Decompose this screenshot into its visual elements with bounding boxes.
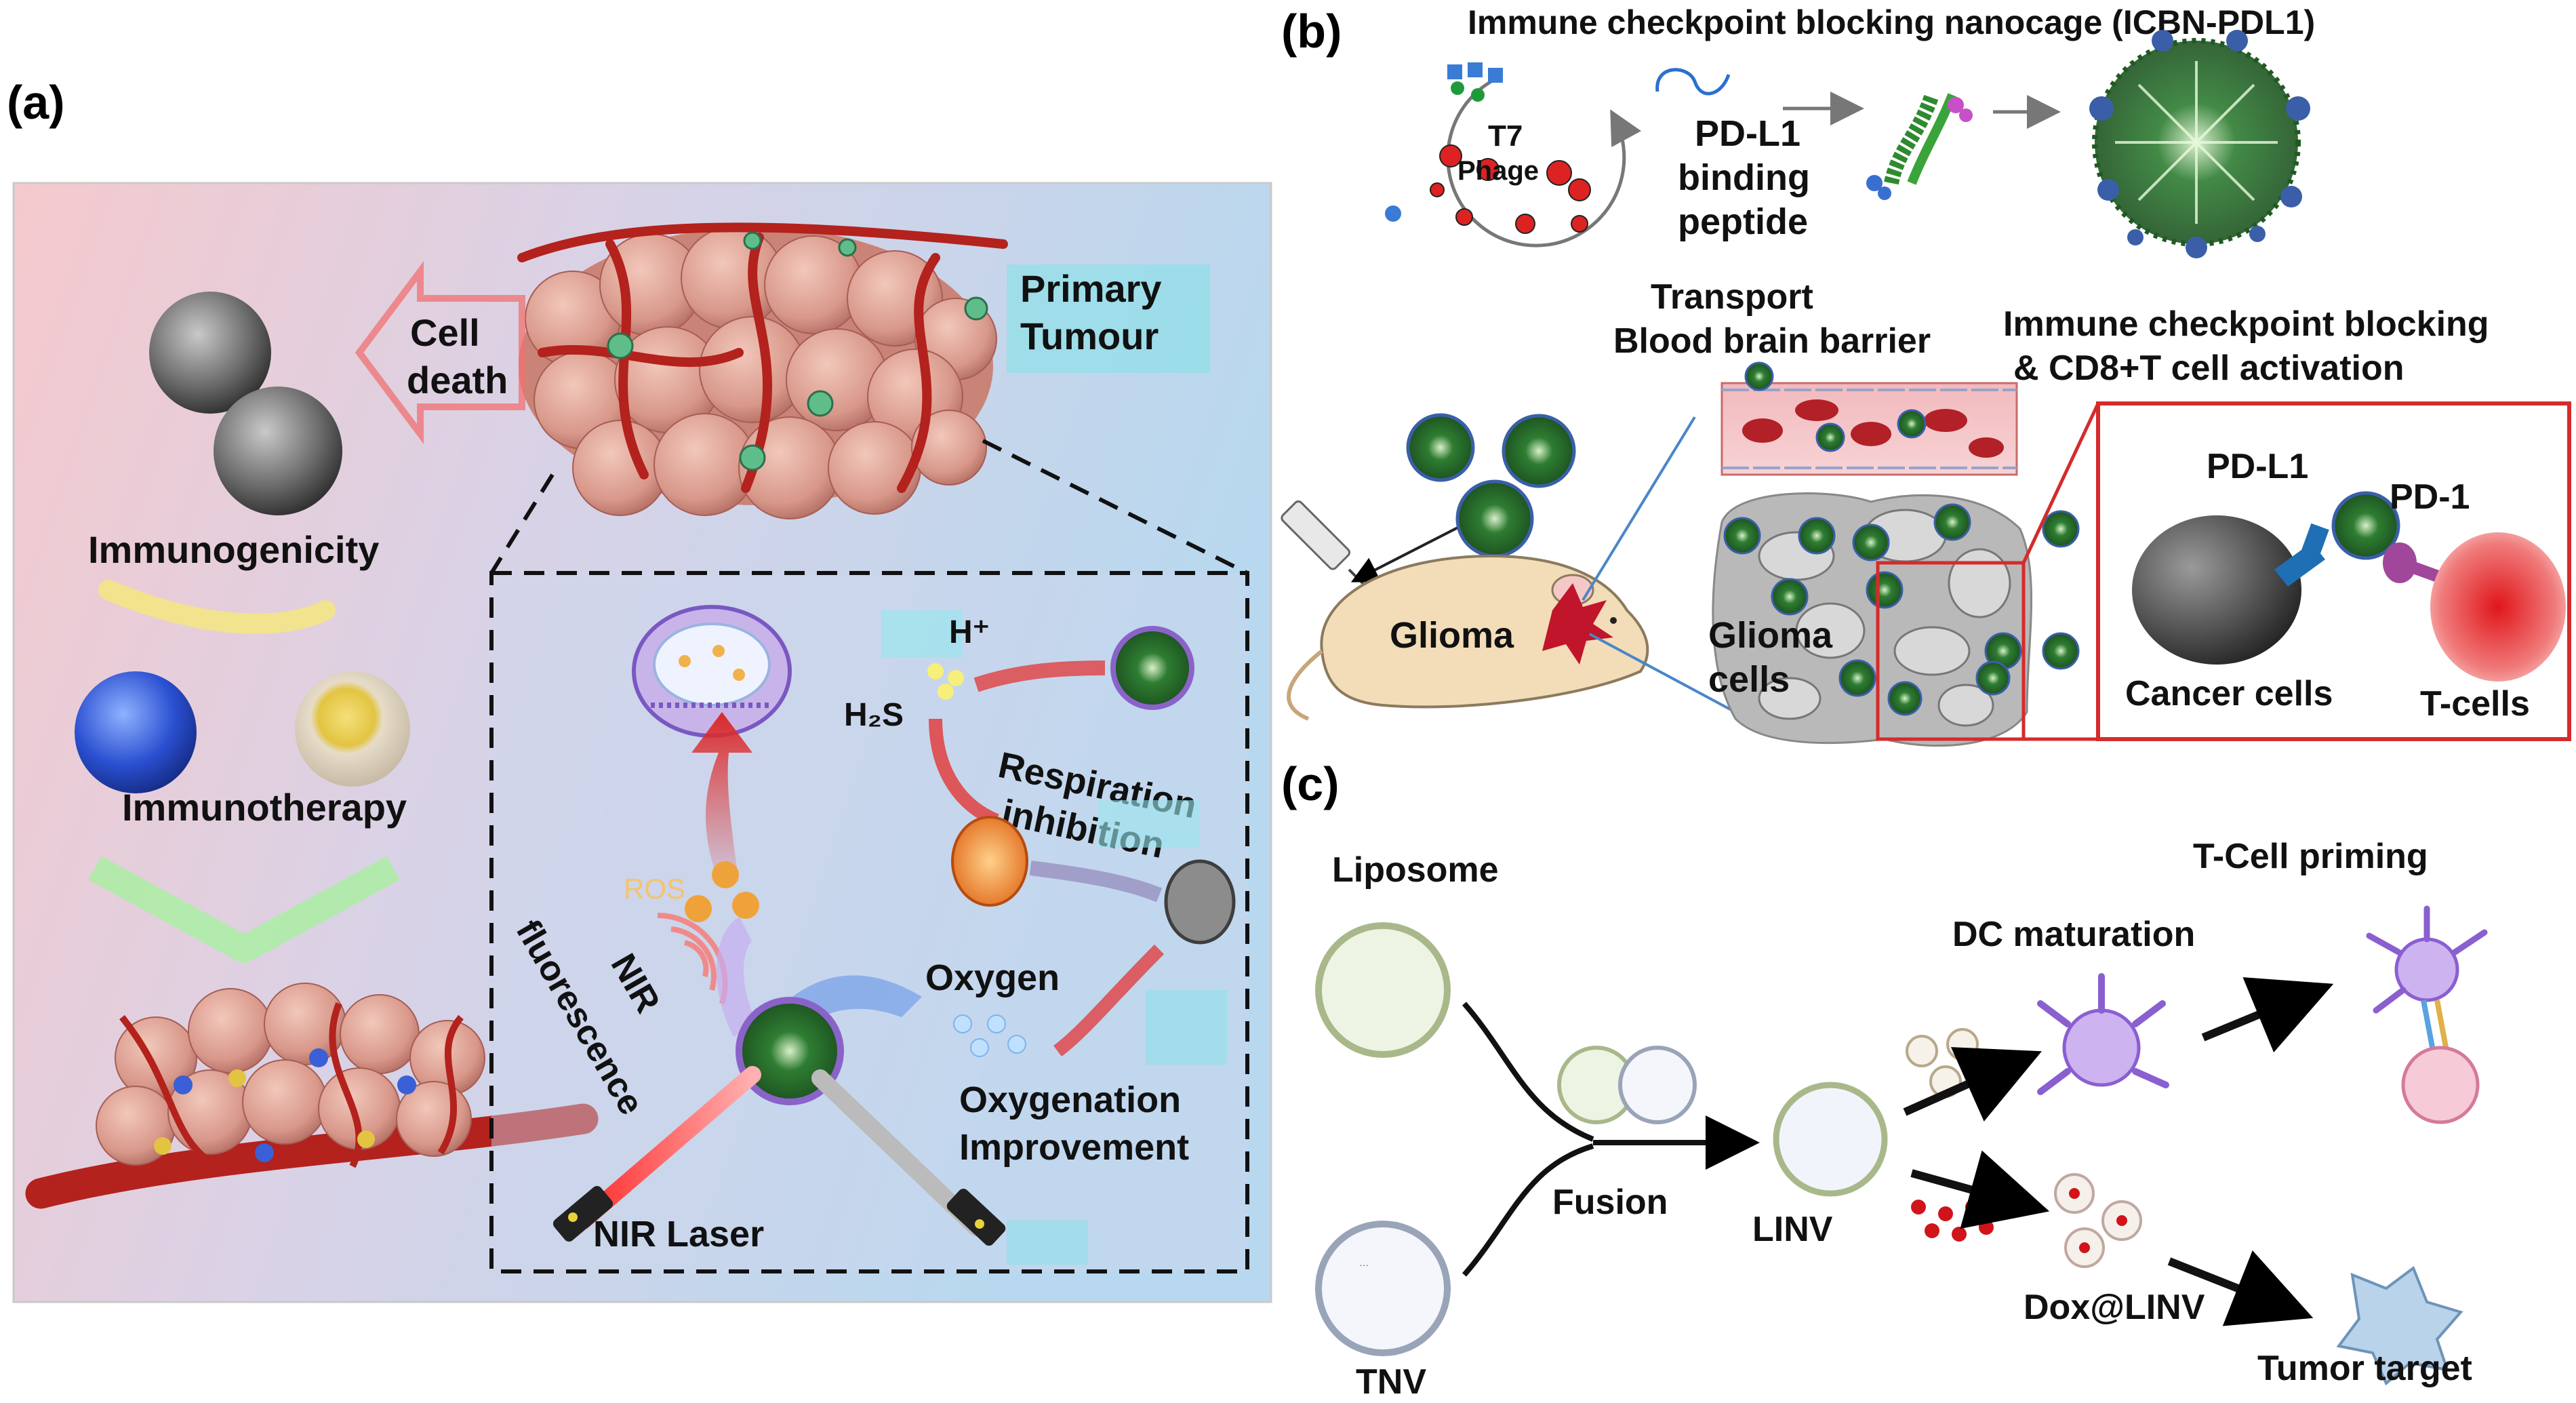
nanocage-cluster	[1406, 413, 1576, 558]
label-glioma: Glioma	[1390, 615, 1514, 656]
tumor-cell	[2336, 1265, 2463, 1386]
panel-c-letter: (c)	[1281, 757, 1340, 810]
fusion-arrow-top	[1462, 1002, 1594, 1142]
label-linv: LINV	[1752, 1210, 1833, 1249]
fusion-arrow-bottom	[1462, 1143, 1594, 1277]
ros-particles	[685, 861, 759, 922]
linv	[1773, 1082, 1888, 1197]
label-pdl1: PD-L1	[2207, 447, 2308, 486]
label-primary-2: Tumour	[1020, 315, 1159, 357]
nanoparticle	[1110, 626, 1194, 710]
treated-tumour	[25, 983, 599, 1209]
immunotherapy-arrow	[88, 856, 400, 963]
rat	[1287, 554, 1649, 721]
svg-text:···: ···	[1359, 1259, 1369, 1270]
label-pd1: PD-1	[2390, 477, 2470, 517]
liposome	[1315, 922, 1451, 1058]
laser-grey	[811, 1069, 1006, 1246]
panel-a-letter: (a)	[7, 76, 65, 129]
lysosome-organelle	[632, 605, 792, 738]
label-glioma-cells-1: Glioma	[1708, 615, 1833, 656]
label-dc-maturation: DC maturation	[1952, 915, 2195, 954]
immunogenicity-arrow	[98, 580, 336, 634]
label-oxygenation-1: Oxygenation	[959, 1080, 1181, 1120]
oxygen-arrow	[1053, 944, 1165, 1056]
mitochondrion-active	[951, 816, 1028, 907]
dox-linv-vesicles	[2054, 1173, 2142, 1268]
nir-laser-red	[552, 1066, 761, 1242]
label-liposome: Liposome	[1332, 850, 1499, 890]
label-immunogenicity: Immunogenicity	[88, 528, 379, 571]
respiration-arrow	[1029, 861, 1163, 903]
blue-immune-cell	[75, 671, 197, 793]
panel-a: (a)	[7, 76, 1272, 1303]
tissue-zoom-frame	[1876, 561, 2026, 741]
label-pdl1-peptide-2: binding	[1678, 157, 1810, 198]
label-t-cells: T-cells	[2420, 684, 2530, 724]
panel-b: (b) Immune checkpoint blocking nanocage …	[1281, 3, 2571, 747]
dead-cell	[149, 292, 271, 414]
label-primary-1: Primary	[1020, 267, 1162, 310]
oxygen-bubbles	[953, 1014, 1026, 1057]
bound-nanocage	[2331, 491, 2400, 560]
dox-particles	[1911, 1200, 1994, 1242]
zoom-line	[1582, 416, 1696, 601]
ferritin-subunit	[1866, 92, 1973, 200]
label-dox-linv: Dox@LINV	[2024, 1288, 2205, 1327]
nanoparticle-arrow	[973, 660, 1106, 692]
cancer-cell	[2132, 515, 2301, 665]
label-oxygen: Oxygen	[925, 957, 1060, 998]
phage-cycle	[1385, 62, 1642, 248]
label-transport-1: Transport	[1651, 277, 1813, 317]
yellow-immune-cell	[295, 671, 410, 787]
label-icbn-title: Immune checkpoint blocking nanocage (ICB…	[1468, 3, 2315, 41]
label-cell-death-1: Cell	[410, 311, 480, 354]
label-tumor-target: Tumor target	[2257, 1349, 2472, 1388]
label-oxygenation-2: Improvement	[959, 1127, 1189, 1168]
primary-tumour	[517, 222, 1008, 519]
label-t-cell-priming: T-Cell priming	[2193, 837, 2428, 876]
label-cell-death-2: death	[407, 359, 508, 401]
label-nir-laser: NIR Laser	[593, 1214, 764, 1254]
primed-t-cell	[2366, 905, 2488, 1124]
ros-arrow	[691, 712, 752, 882]
label-transport-2: Blood brain barrier	[1613, 321, 1931, 361]
zoom-line	[982, 439, 1249, 575]
label-icb-2: & CD8+T cell activation	[2013, 349, 2404, 388]
zoom-line	[489, 473, 555, 574]
peptide-squiggle	[1655, 68, 1731, 96]
glioma-tissue	[1712, 492, 2080, 747]
cell-death-arrow	[355, 261, 525, 444]
red-blood-cells	[1742, 399, 2004, 458]
tnv	[1315, 1221, 1451, 1356]
label-pdl1-peptide-1: PD-L1	[1695, 113, 1800, 154]
label-t7-2: Phage	[1457, 156, 1539, 186]
dendritic-cell	[2037, 973, 2169, 1095]
dead-cell	[214, 387, 342, 515]
label-immunotherapy: Immunotherapy	[122, 786, 407, 829]
h-plus-particles	[927, 663, 964, 700]
panel-c: (c) Liposome ··· TNV Fusion LINV DC matu…	[1281, 757, 2488, 1402]
label-ros: ROS	[624, 873, 685, 905]
label-fusion: Fusion	[1552, 1183, 1668, 1222]
label-pdl1-peptide-3: peptide	[1678, 201, 1808, 242]
label-tnv: TNV	[1356, 1362, 1426, 1402]
h2s-arrow	[929, 718, 999, 827]
label-t7-1: T7	[1488, 119, 1523, 153]
label-glioma-cells-2: cells	[1708, 659, 1790, 700]
label-icb-1: Immune checkpoint blocking	[2003, 304, 2489, 344]
label-h-plus: H⁺	[949, 614, 990, 650]
label-cancer-cells: Cancer cells	[2125, 674, 2333, 713]
panel-b-letter: (b)	[1281, 5, 1342, 58]
fusing-vesicles	[1557, 1046, 1697, 1124]
nanocage-large	[2089, 30, 2310, 258]
mitochondrion-inhibited	[1164, 859, 1236, 945]
t-cell	[2430, 532, 2566, 681]
label-h2s: H₂S	[844, 697, 904, 733]
